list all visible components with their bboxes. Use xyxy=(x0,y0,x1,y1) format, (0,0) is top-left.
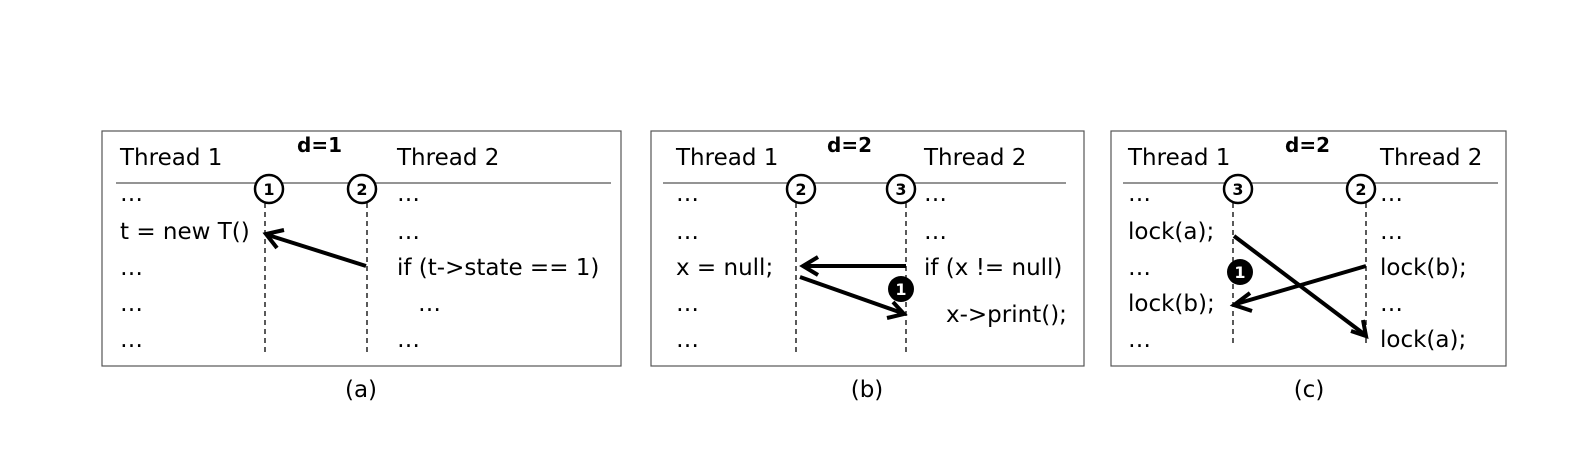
panel-c-t1-line-1: … xyxy=(1128,181,1151,207)
panel-a-t1-line-3: … xyxy=(120,255,143,281)
panel-b-thread2-header: Thread 2 xyxy=(923,145,1026,171)
panel-b-t1-line-1: … xyxy=(676,181,699,207)
panel-c-t2-line-5: lock(a); xyxy=(1380,327,1466,353)
panel-c-t1-line-2: lock(a); xyxy=(1128,219,1214,245)
svg-text:2: 2 xyxy=(1355,180,1366,199)
panel-c-marker-2: 2 xyxy=(1345,173,1377,205)
panel-c-t1-line-3: … xyxy=(1128,255,1151,281)
panel-a-marker-2: 2 xyxy=(346,173,378,205)
panel-a-t1-line-5: … xyxy=(120,327,143,353)
panel-b-arrowhead-right xyxy=(886,300,908,320)
svg-text:1: 1 xyxy=(263,180,274,199)
panel-c-caption: (c) xyxy=(1294,377,1325,403)
panel-b-arrowhead-left xyxy=(799,255,820,277)
panel-a-thread1-header: Thread 1 xyxy=(119,145,222,171)
panel-c: d=2 Thread 1 Thread 2 3 2 … lock(a); … l… xyxy=(1110,130,1507,403)
panel-a-t2-line-3: if (t->state == 1) xyxy=(397,255,599,281)
panel-c-arrowhead-up xyxy=(1229,291,1253,313)
svg-text:2: 2 xyxy=(795,180,806,199)
svg-text:1: 1 xyxy=(895,280,906,299)
panel-a-d-label: d=1 xyxy=(297,133,342,157)
svg-text:1: 1 xyxy=(1234,263,1245,282)
panel-c-arrow-up xyxy=(1235,264,1367,306)
panel-c-t1-line-4: lock(b); xyxy=(1128,291,1215,317)
panel-c-marker-1-filled: 1 xyxy=(1227,259,1253,285)
panel-c-thread2-header: Thread 2 xyxy=(1379,145,1482,171)
panel-c-t2-line-2: … xyxy=(1380,219,1403,245)
panel-b-caption: (b) xyxy=(851,377,884,403)
panel-c-d-label: d=2 xyxy=(1285,133,1330,157)
panel-a-thread2-header: Thread 2 xyxy=(396,145,499,171)
panel-a-t2-line-2: … xyxy=(397,219,420,245)
panel-a-t2-line-1: … xyxy=(397,181,420,207)
panel-c-t2-line-3: lock(b); xyxy=(1380,255,1467,281)
panel-a-t1-line-2: t = new T() xyxy=(120,219,250,245)
svg-text:3: 3 xyxy=(895,180,906,199)
panel-b-marker-2: 2 xyxy=(785,173,817,205)
panel-c-thread1-header: Thread 1 xyxy=(1127,145,1230,171)
panel-c-arrowhead-down xyxy=(1350,319,1369,339)
panel-b-border xyxy=(650,130,1085,367)
panel-b-t1-line-5: … xyxy=(676,327,699,353)
panel-c-t2-line-1: … xyxy=(1380,181,1403,207)
panel-b-t1-line-4: … xyxy=(676,291,699,317)
panel-b-t2-line-4: x->print(); xyxy=(946,302,1067,328)
svg-text:3: 3 xyxy=(1232,180,1243,199)
panel-a-t1-line-4: … xyxy=(120,291,143,317)
panel-a-marker-1: 1 xyxy=(253,173,285,205)
panel-c-t1-line-5: … xyxy=(1128,327,1151,353)
panel-a-t2-line-5: … xyxy=(397,327,420,353)
panel-c-border xyxy=(1110,130,1507,367)
panel-a-t2-line-4: … xyxy=(418,291,441,317)
panel-b-arrow-right xyxy=(799,275,903,315)
panel-a-caption: (a) xyxy=(345,377,377,403)
panel-a-arrowhead xyxy=(262,228,285,250)
panel-c-t2-line-4: … xyxy=(1380,291,1403,317)
panel-b-t2-line-3: if (x != null) xyxy=(924,255,1062,281)
panel-b-marker-3: 3 xyxy=(885,173,917,205)
panel-a-arrow xyxy=(267,233,367,268)
panel-b-t1-line-2: … xyxy=(676,219,699,245)
panel-b-t1-line-3: x = null; xyxy=(676,255,773,281)
panel-b-t2-line-1: … xyxy=(924,181,947,207)
panel-c-marker-3: 3 xyxy=(1222,173,1254,205)
panel-a: d=1 Thread 1 Thread 2 1 2 … t = new T() … xyxy=(101,130,622,403)
panel-b-d-label: d=2 xyxy=(827,133,872,157)
panel-a-t1-line-1: … xyxy=(120,181,143,207)
svg-text:2: 2 xyxy=(356,180,367,199)
panel-a-border xyxy=(101,130,622,367)
panel-b: d=2 Thread 1 Thread 2 2 3 … … x = null; … xyxy=(650,130,1085,403)
panel-b-marker-1-filled: 1 xyxy=(888,276,914,302)
panel-b-thread1-header: Thread 1 xyxy=(675,145,778,171)
panel-b-t2-line-2: … xyxy=(924,219,947,245)
